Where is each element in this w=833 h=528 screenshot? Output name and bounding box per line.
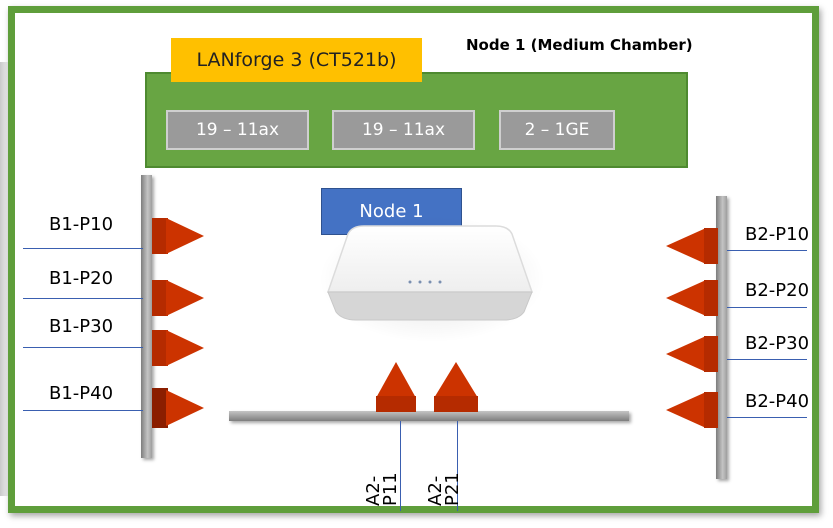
- bottom-antenna-group: [376, 362, 478, 412]
- antenna-icon: [152, 388, 204, 428]
- port-line-b1-p10: [23, 248, 143, 249]
- port-label-b2-p30: B2-P30: [745, 333, 810, 354]
- port-line-a2-p21: [457, 421, 458, 511]
- right-antenna-bar: [716, 196, 727, 479]
- antenna-icon: [666, 228, 718, 264]
- antenna-icon: [666, 392, 718, 428]
- port-label-b1-p20: B1-P20: [49, 268, 114, 289]
- port-line-b2-p30: [727, 359, 807, 360]
- port-line-b1-p40: [23, 410, 143, 411]
- left-antenna-group: [152, 218, 204, 428]
- port-label-b1-p40: B1-P40: [49, 383, 114, 404]
- port-label-b2-p40: B2-P40: [745, 391, 810, 412]
- access-point-icon: [326, 225, 534, 321]
- bottom-antenna-bar: [229, 411, 629, 421]
- port-label-b2-p20: B2-P20: [745, 280, 810, 301]
- antenna-icon: [152, 280, 204, 316]
- port-line-b2-p20: [727, 307, 807, 308]
- chamber-side-shadow: [0, 62, 8, 496]
- antenna-icon: [666, 336, 718, 372]
- lanforge-label: LANforge 3 (CT521b): [171, 38, 422, 82]
- port-line-b1-p30: [23, 347, 143, 348]
- radio-module-2: 19 – 11ax: [332, 110, 475, 150]
- antenna-icon: [152, 218, 204, 254]
- port-label-a2-p11-line2: P11: [380, 472, 401, 506]
- antenna-icon: [434, 362, 478, 412]
- port-label-b2-p10: B2-P10: [745, 224, 810, 245]
- antenna-icon: [376, 362, 416, 412]
- radio-module-1: 19 – 11ax: [166, 110, 309, 150]
- port-line-b2-p40: [727, 417, 807, 418]
- right-antenna-group: [666, 228, 718, 428]
- port-label-b1-p30: B1-P30: [49, 316, 114, 337]
- port-label-a2-p21-line2: P21: [442, 472, 463, 506]
- antenna-icon: [666, 280, 718, 316]
- port-line-b2-p10: [727, 250, 807, 251]
- left-antenna-bar: [141, 175, 152, 458]
- radio-module-3: 2 – 1GE: [499, 110, 615, 150]
- port-line-a2-p11: [400, 421, 401, 511]
- antenna-icon: [152, 330, 204, 366]
- port-line-b1-p20: [23, 298, 143, 299]
- port-label-b1-p10: B1-P10: [49, 214, 114, 235]
- chamber-title: Node 1 (Medium Chamber): [466, 36, 693, 54]
